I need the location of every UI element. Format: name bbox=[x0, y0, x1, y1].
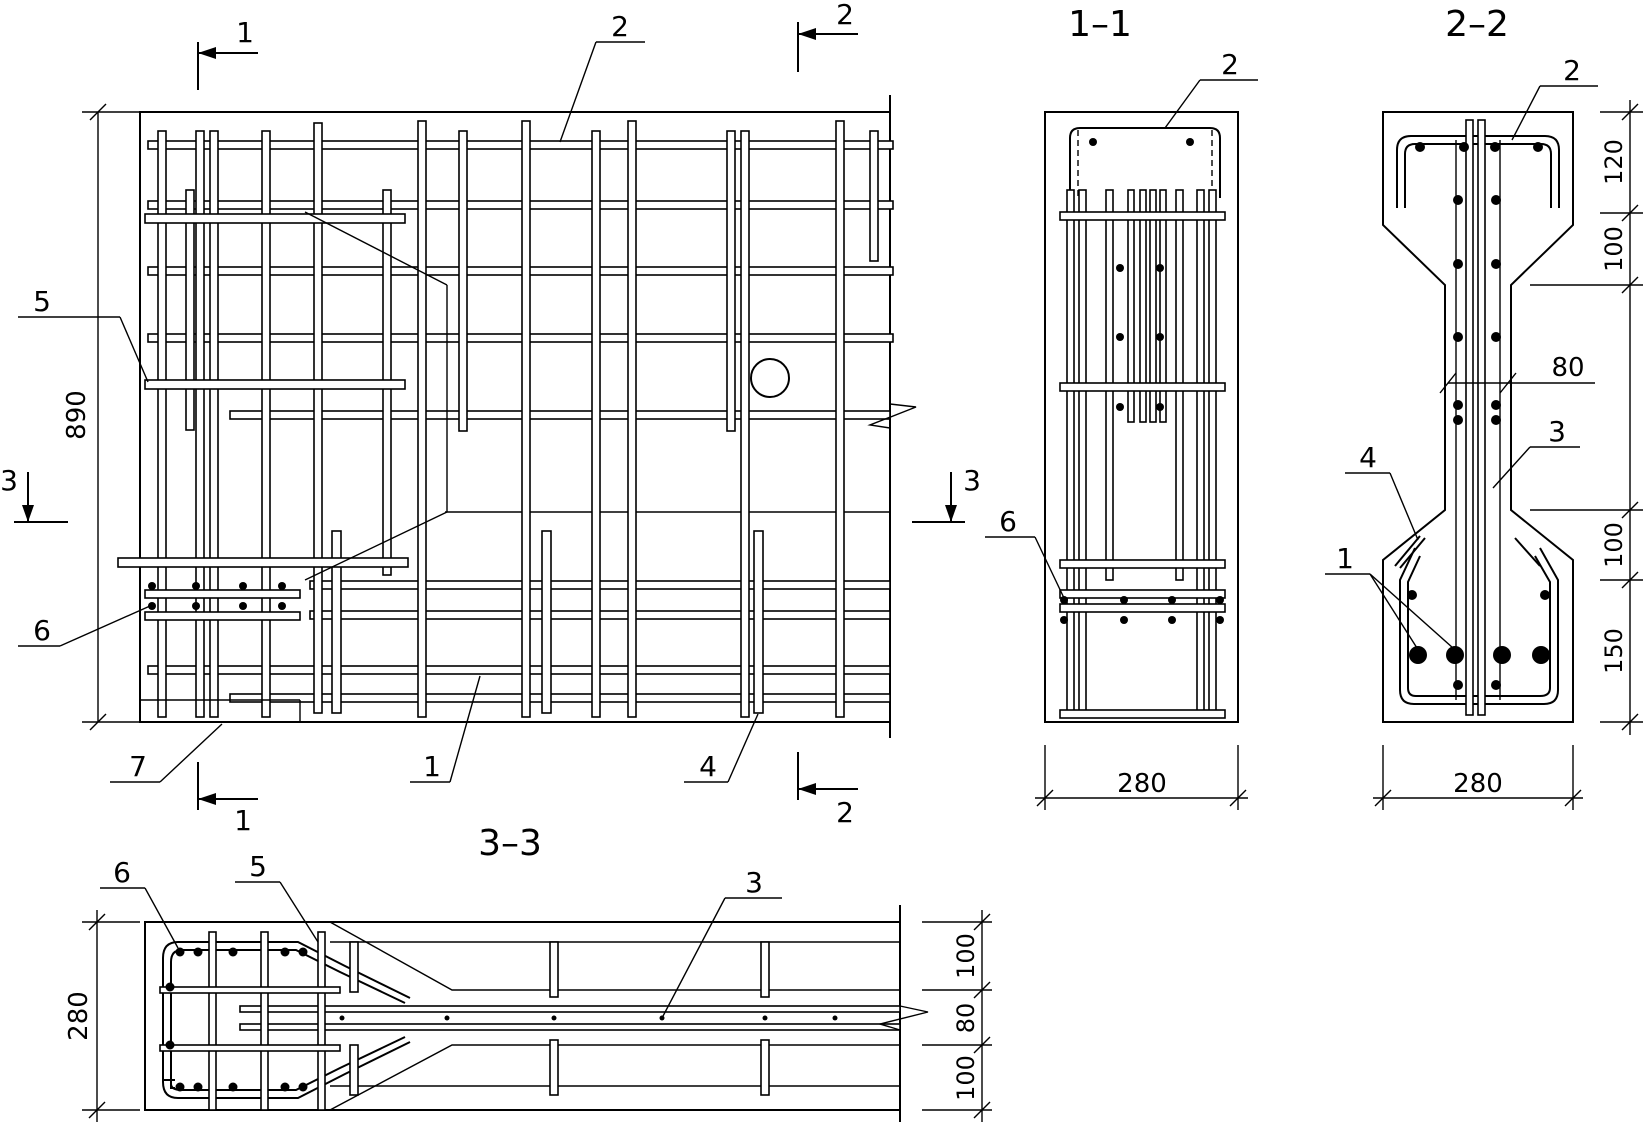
section-3-3-title: 3–3 bbox=[478, 823, 542, 864]
elevation-hole bbox=[750, 358, 790, 398]
svg-text:5: 5 bbox=[33, 285, 51, 318]
elevation-longitudinal-bars bbox=[147, 140, 894, 703]
callout-s11-6: 6 bbox=[985, 505, 1065, 599]
callout-elev-5: 5 bbox=[18, 285, 149, 383]
svg-text:2: 2 bbox=[1563, 54, 1581, 87]
svg-text:100: 100 bbox=[952, 933, 980, 979]
elevation-outline bbox=[139, 111, 890, 723]
cut-mark-1-top: 1 bbox=[197, 16, 258, 90]
callout-s22-web-80: 80 bbox=[1439, 353, 1595, 394]
section-2-2-outline bbox=[1382, 111, 1574, 723]
dim-elevation-height: 890 bbox=[62, 103, 140, 731]
cut-mark-3-right: 3 bbox=[912, 464, 981, 523]
svg-text:7: 7 bbox=[129, 750, 147, 783]
callout-s33-3: 3 bbox=[661, 866, 782, 1019]
svg-text:6: 6 bbox=[33, 614, 51, 647]
callout-elev-7: 7 bbox=[110, 723, 223, 783]
svg-text:5: 5 bbox=[249, 850, 267, 883]
dim-s33-right: 100 80 100 bbox=[922, 910, 992, 1122]
svg-text:100: 100 bbox=[1600, 226, 1628, 272]
section-3-3: 3–3 bbox=[64, 823, 992, 1122]
svg-text:150: 150 bbox=[1600, 628, 1628, 674]
dim-s22-right: 120 100 100 150 bbox=[1530, 100, 1643, 735]
svg-text:1: 1 bbox=[236, 16, 254, 49]
elevation-view: 890 1 1 2 2 bbox=[0, 0, 981, 837]
section-1-1-title: 1–1 bbox=[1068, 4, 1132, 45]
svg-text:80: 80 bbox=[1551, 353, 1584, 383]
callout-elev-1: 1 bbox=[410, 675, 481, 783]
callout-s33-5: 5 bbox=[235, 850, 319, 943]
svg-text:2: 2 bbox=[611, 10, 629, 43]
elevation-plates bbox=[117, 213, 409, 621]
svg-text:280: 280 bbox=[64, 991, 94, 1041]
dim-elevation-height-label: 890 bbox=[62, 390, 92, 440]
svg-text:1: 1 bbox=[423, 750, 441, 783]
callout-s22-1: 1 bbox=[1325, 542, 1454, 649]
callout-s33-6: 6 bbox=[100, 856, 179, 949]
callout-elev-4: 4 bbox=[684, 713, 759, 783]
cut-mark-1-bottom: 1 bbox=[197, 762, 258, 837]
svg-text:100: 100 bbox=[1600, 522, 1628, 568]
dim-s22-width: 280 bbox=[1373, 745, 1583, 810]
callout-s11-2: 2 bbox=[1164, 48, 1258, 129]
svg-text:6: 6 bbox=[999, 505, 1017, 538]
svg-text:6: 6 bbox=[113, 856, 131, 889]
svg-text:80: 80 bbox=[952, 1003, 980, 1034]
section-1-1-outline bbox=[1044, 111, 1239, 723]
svg-text:3: 3 bbox=[745, 866, 763, 899]
svg-text:280: 280 bbox=[1453, 769, 1503, 799]
callout-elev-2: 2 bbox=[559, 10, 645, 143]
svg-text:1: 1 bbox=[1336, 542, 1354, 575]
svg-text:3: 3 bbox=[963, 464, 981, 497]
callout-s22-2: 2 bbox=[1511, 54, 1598, 141]
svg-text:1: 1 bbox=[234, 804, 252, 837]
svg-text:280: 280 bbox=[1117, 769, 1167, 799]
section-1-1: 1–1 bbox=[985, 4, 1258, 810]
svg-text:2: 2 bbox=[836, 0, 854, 31]
callout-s22-3: 3 bbox=[1492, 415, 1580, 489]
svg-text:3: 3 bbox=[0, 464, 18, 497]
svg-text:2: 2 bbox=[1221, 48, 1239, 81]
svg-text:4: 4 bbox=[1359, 441, 1377, 474]
svg-text:3: 3 bbox=[1548, 415, 1566, 448]
svg-text:100: 100 bbox=[952, 1055, 980, 1101]
callout-elev-6: 6 bbox=[18, 605, 151, 647]
cut-mark-2-top: 2 bbox=[797, 0, 858, 72]
cut-mark-2-bottom: 2 bbox=[797, 752, 858, 829]
cut-mark-3-left: 3 bbox=[0, 464, 68, 523]
dim-s33-height: 280 bbox=[64, 910, 140, 1122]
section-3-3-outline bbox=[144, 921, 900, 1111]
elevation-plate-dots bbox=[148, 582, 286, 610]
svg-text:120: 120 bbox=[1600, 139, 1628, 185]
dim-s11-width: 280 bbox=[1035, 745, 1248, 810]
section-2-2: 2–2 bbox=[1325, 4, 1643, 810]
svg-text:2: 2 bbox=[836, 796, 854, 829]
callout-s22-4: 4 bbox=[1345, 441, 1419, 541]
section-2-2-title: 2–2 bbox=[1445, 4, 1509, 45]
svg-text:4: 4 bbox=[699, 750, 717, 783]
